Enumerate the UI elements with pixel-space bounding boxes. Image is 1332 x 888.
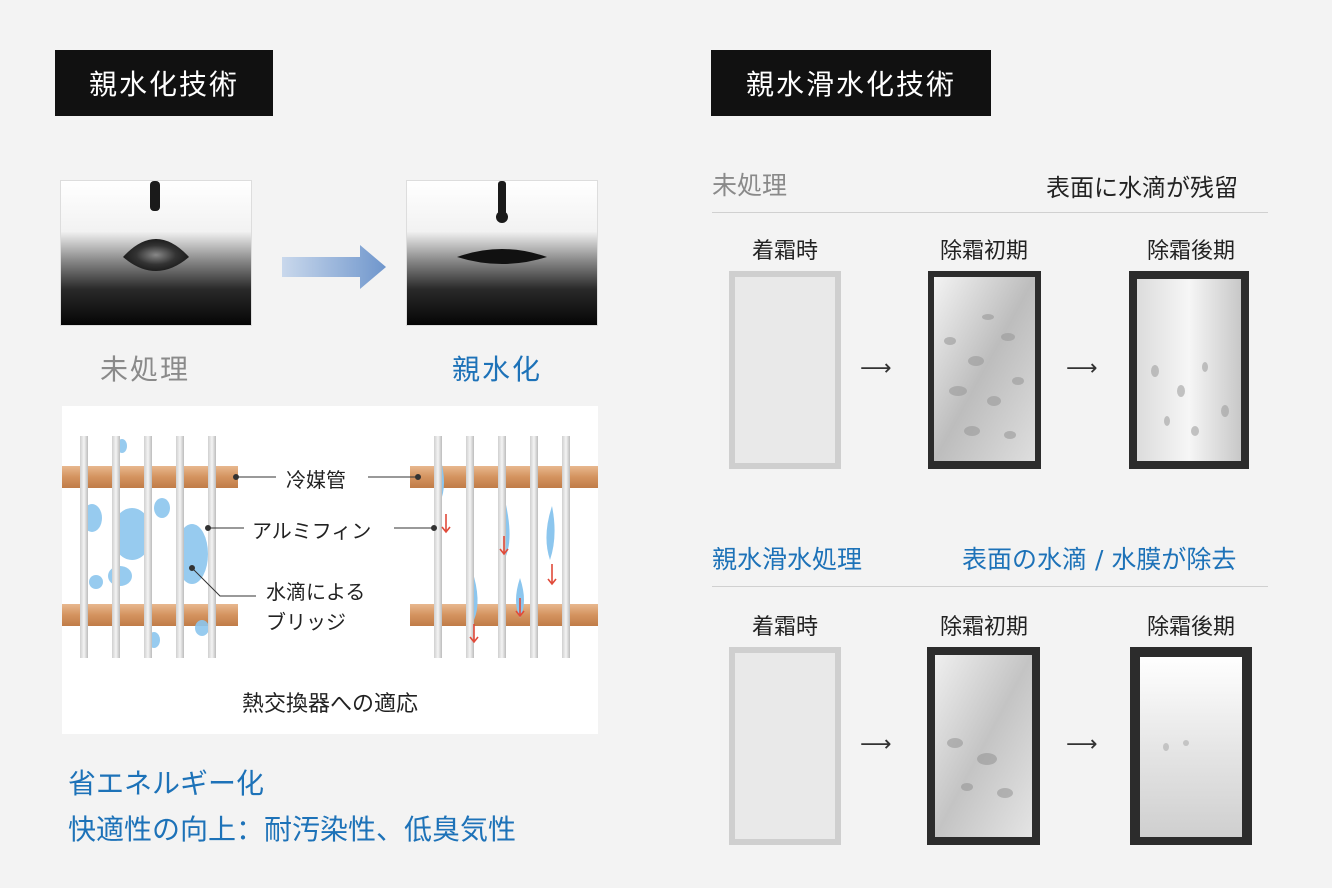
untreated-late-defrost-sample — [1129, 271, 1249, 469]
refrigerant-pipe-label: 冷媒管 — [286, 468, 346, 492]
left-section-title-text: 親水化技術 — [88, 68, 239, 101]
aluminum-fin-label: アルミフィン — [252, 519, 372, 543]
untreated-early-defrost-sample — [928, 271, 1041, 469]
treated-stage-label-3: 除霜後期 — [1146, 615, 1235, 640]
fins-left — [80, 436, 216, 658]
treated-droplet-photo — [406, 180, 598, 326]
treated-stage-label-1: 着霜時 — [751, 615, 818, 640]
untreated-frost-sample — [729, 271, 841, 469]
untreated-droplet-image — [61, 181, 251, 325]
treated-row-divider — [712, 586, 1268, 587]
untreated-droplet-photo — [60, 180, 252, 326]
untreated-row-result: 表面に水滴が残留 — [1046, 174, 1238, 202]
treated-droplet-image — [407, 181, 597, 325]
heat-exchanger-illustration — [62, 436, 598, 658]
treated-row-result: 表面の水滴 / 水膜が除去 — [962, 545, 1237, 574]
right-section-title: 親水滑水化技術 — [711, 50, 991, 116]
water-bridge-label-line1: 水滴による — [266, 580, 366, 604]
benefit-energy-saving: 省エネルギー化 — [68, 767, 265, 800]
untreated-stage-label-1: 着霜時 — [751, 239, 818, 264]
treated-row-label: 親水滑水処理 — [712, 545, 863, 574]
treated-frost-sample — [729, 647, 841, 845]
untreated-arrow-2: ⟶ — [1066, 356, 1098, 381]
untreated-row-divider — [712, 212, 1268, 213]
right-section-title-text: 親水滑水化技術 — [745, 68, 956, 101]
untreated-stage-label-3: 除霜後期 — [1146, 239, 1235, 264]
treated-stage-label-2: 除霜初期 — [939, 615, 1028, 640]
heat-exchanger-diagram: 冷媒管 アルミフィン 水滴による ブリッジ 熱交換器への適応 — [62, 406, 598, 734]
leader-lines — [189, 474, 437, 597]
treated-label: 親水化 — [452, 353, 543, 386]
untreated-arrow-1: ⟶ — [860, 356, 892, 381]
treated-arrow-1: ⟶ — [860, 732, 892, 757]
treated-arrow-2: ⟶ — [1066, 732, 1098, 757]
fins-right — [434, 436, 570, 658]
untreated-stage-label-2: 除霜初期 — [939, 239, 1028, 264]
untreated-row-label: 未処理 — [712, 171, 788, 200]
water-bridge-label-line2: ブリッジ — [266, 610, 346, 634]
untreated-label: 未処理 — [100, 353, 191, 386]
diagram-caption: 熱交換器への適応 — [241, 692, 418, 717]
treated-early-defrost-sample — [927, 647, 1040, 845]
treated-late-defrost-sample — [1130, 647, 1252, 845]
benefit-comfort: 快適性の向上：耐汚染性、低臭気性 — [68, 813, 517, 846]
flow-arrows — [441, 514, 557, 644]
progress-arrow — [282, 245, 386, 289]
left-section-title: 親水化技術 — [55, 50, 273, 116]
